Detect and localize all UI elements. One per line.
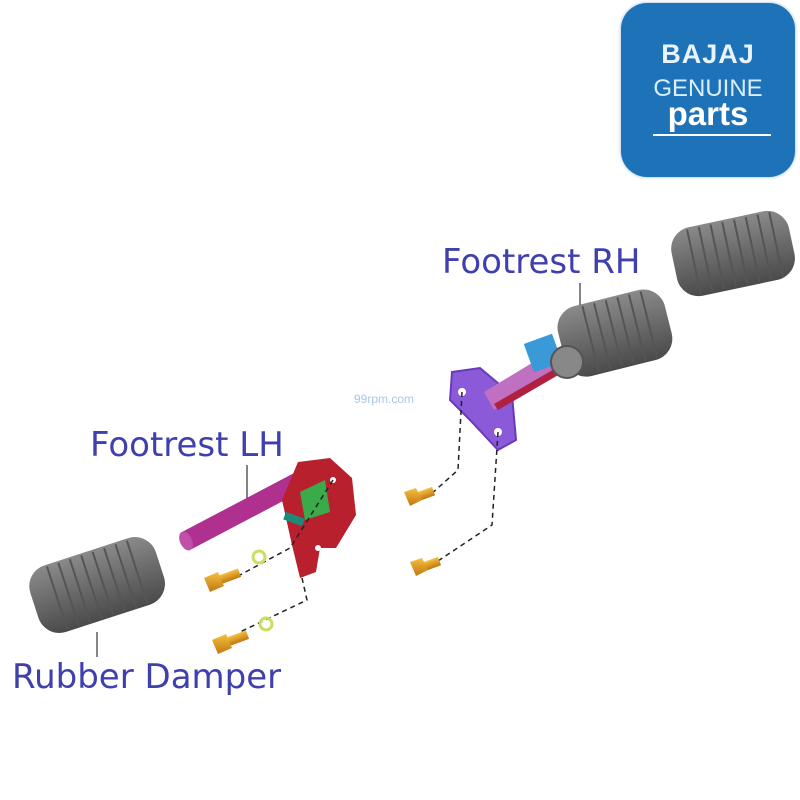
bolt-rh-upper — [404, 486, 436, 506]
bajaj-genuine-parts-logo: BAJAJ GENUINE parts — [621, 3, 795, 177]
rubber-damper-lh — [29, 537, 166, 633]
bolt-rh-lower — [410, 556, 442, 576]
footrest-rh-part — [448, 289, 673, 452]
label-footrest-lh: Footrest LH — [90, 425, 284, 465]
logo-genuine: GENUINE — [653, 75, 763, 102]
label-footrest-rh: Footrest RH — [442, 242, 641, 282]
label-rubber-damper: Rubber Damper — [12, 657, 282, 697]
logo-parts: parts — [667, 95, 749, 132]
bolt-lh-upper — [204, 568, 242, 592]
watermark: 99rpm.com — [354, 392, 415, 406]
dashed-guides-rh — [429, 391, 499, 566]
washer-lh-lower — [258, 616, 274, 632]
footrest-lh-part — [179, 458, 356, 578]
rubber-damper-rh-outer — [671, 210, 795, 297]
bolt-lh-lower — [212, 630, 250, 654]
washer-lh-upper — [251, 549, 267, 565]
logo-brand: BAJAJ — [661, 39, 755, 69]
leader-lines — [96, 283, 581, 657]
logo-underline — [653, 134, 771, 136]
